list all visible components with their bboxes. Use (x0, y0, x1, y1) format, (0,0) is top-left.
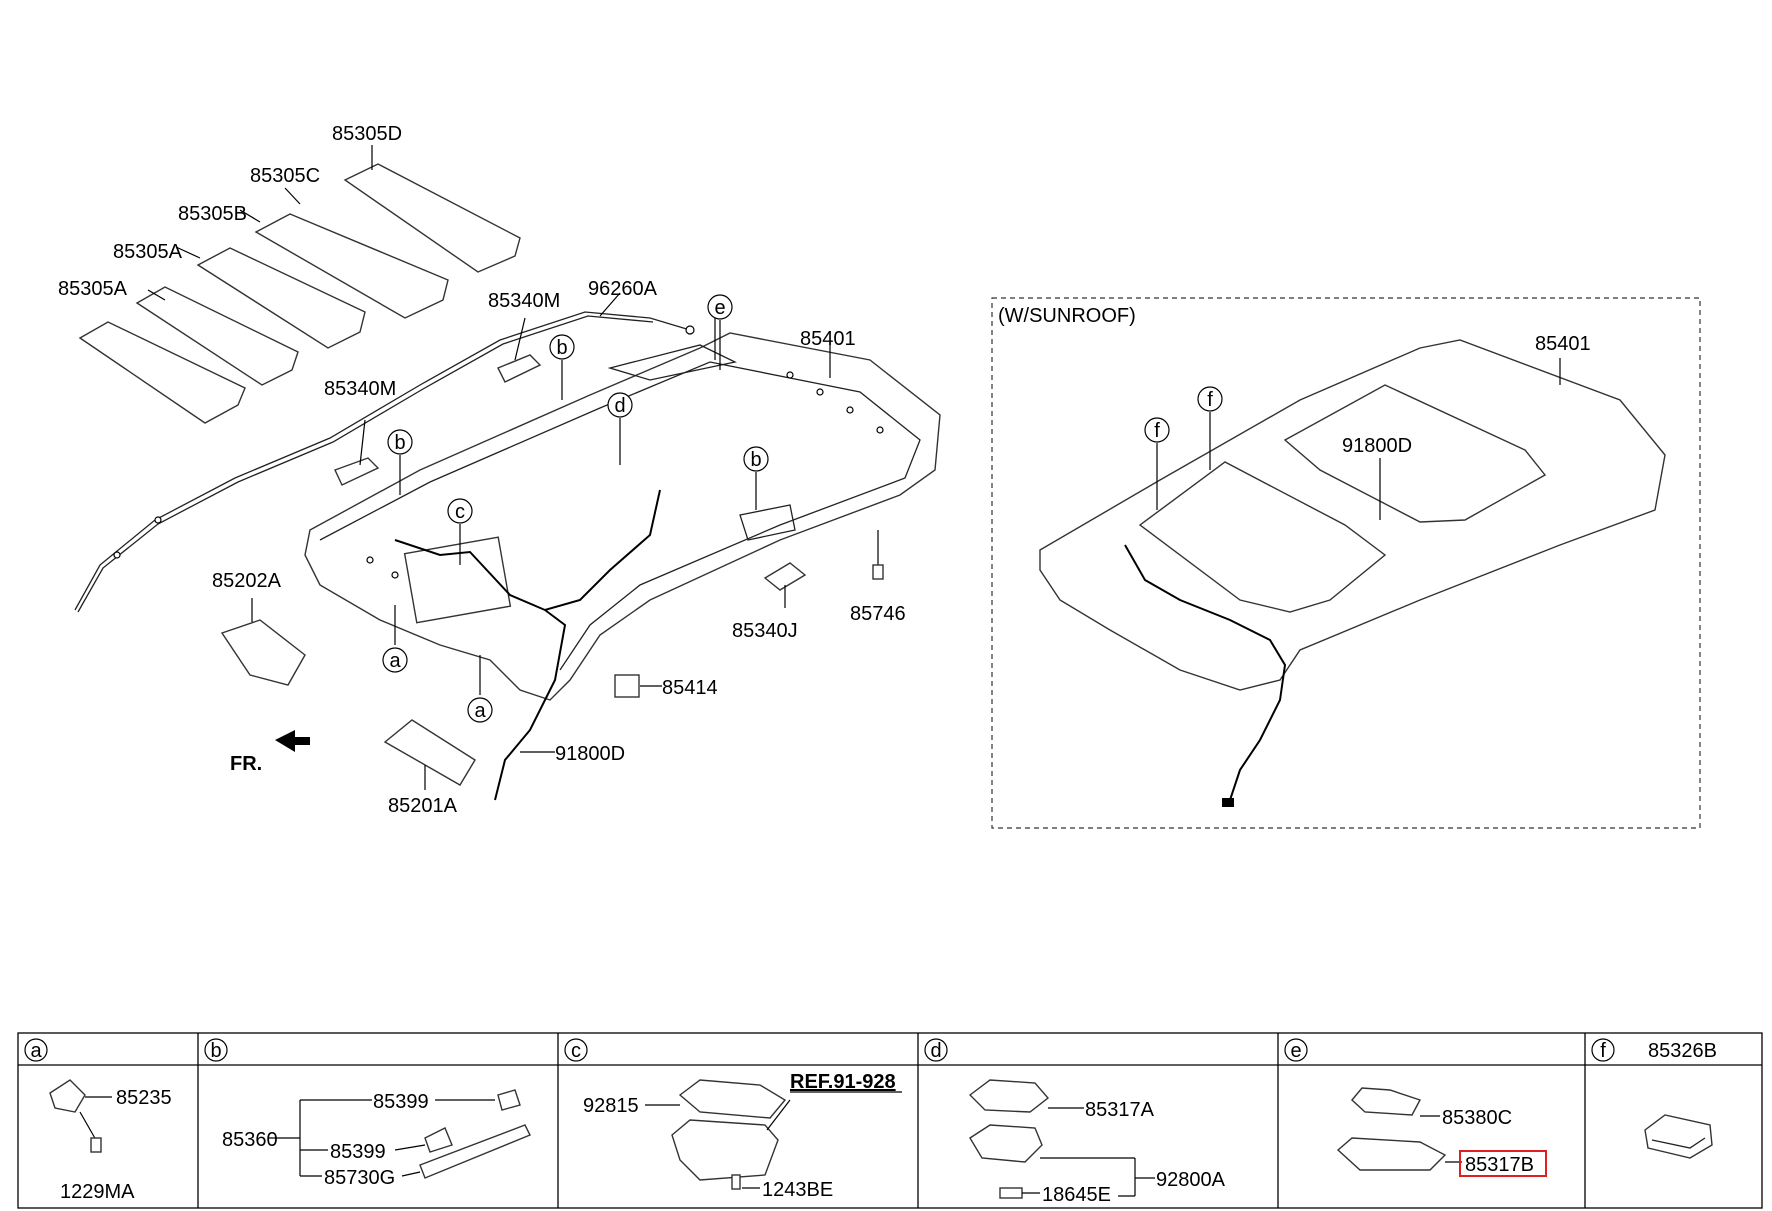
front-indicator: FR. (230, 753, 262, 775)
sunroof-label-91800D: 91800D (1342, 435, 1412, 457)
label-85340J: 85340J (732, 620, 798, 642)
label-85340M-front: 85340M (324, 378, 396, 400)
sunroof-title: (W/SUNROOF) (998, 305, 1136, 327)
svg-text:a: a (474, 700, 486, 722)
table-head-e: e (1290, 1040, 1301, 1062)
svg-text:85399: 85399 (330, 1141, 386, 1163)
label-96260A: 96260A (588, 278, 658, 300)
sunroof-callouts: f f 85401 91800D (1144, 333, 1591, 510)
svg-text:1229MA: 1229MA (60, 1181, 135, 1203)
pad-85305B[interactable] (196, 247, 366, 349)
part-85399-top[interactable] (497, 1089, 521, 1111)
part-85380C[interactable] (1351, 1087, 1422, 1116)
label-85746: 85746 (850, 603, 906, 625)
svg-text:f: f (1154, 420, 1160, 442)
label-85305A-upper: 85305A (113, 241, 183, 263)
part-85326B[interactable] (1644, 1114, 1713, 1159)
svg-text:b: b (750, 449, 761, 471)
sunroof-label-85401: 85401 (1535, 333, 1591, 355)
label-85305B: 85305B (178, 203, 247, 225)
table-head-d: d (930, 1040, 941, 1062)
wiring-harness-91800D[interactable] (394, 489, 661, 801)
block-85414[interactable] (614, 674, 640, 698)
svg-text:b: b (394, 432, 405, 454)
label-85305C: 85305C (250, 165, 320, 187)
part-1229MA[interactable] (90, 1137, 102, 1153)
svg-text:a: a (389, 650, 401, 672)
visor-85201A[interactable] (383, 719, 476, 786)
clip-85746[interactable] (872, 530, 884, 580)
svg-text:e: e (714, 297, 725, 319)
label-85305D: 85305D (332, 123, 402, 145)
svg-text:85399: 85399 (373, 1091, 429, 1113)
part-85399-mid[interactable] (424, 1127, 453, 1153)
svg-text:85360: 85360 (222, 1129, 278, 1151)
table-head-b: b (210, 1040, 221, 1062)
label-85305A-lower: 85305A (58, 278, 128, 300)
parts-table: a b c d e f 85326B 85235 1229MA 85399 85… (17, 1032, 1763, 1209)
table-head-c: c (571, 1040, 581, 1062)
svg-text:18645E: 18645E (1042, 1184, 1111, 1206)
pad-85305C[interactable] (254, 213, 449, 319)
part-18645E[interactable] (999, 1187, 1023, 1199)
antenna-wire-96260A[interactable] (74, 292, 695, 613)
part-92800A-lamp[interactable] (969, 1124, 1043, 1163)
svg-text:85317A: 85317A (1085, 1099, 1155, 1121)
sunroof-variant-panel: (W/SUNROOF) (991, 297, 1701, 829)
svg-text:92800A: 92800A (1156, 1169, 1226, 1191)
main-callouts: e b b b c d a a (382, 294, 769, 723)
sunroof-wiring-91800D[interactable] (1124, 544, 1287, 801)
part-1243BE[interactable] (731, 1174, 741, 1190)
part-85317A[interactable] (968, 1079, 1050, 1113)
part-85326B-label: 85326B (1648, 1040, 1717, 1062)
highlighted-part-label: 85317B (1465, 1154, 1534, 1176)
grip-85340M-front[interactable] (334, 457, 380, 486)
svg-text:92815: 92815 (583, 1095, 639, 1117)
part-85235[interactable] (49, 1079, 86, 1113)
highlight-85317B (1459, 1150, 1547, 1177)
reference-91-928: REF.91-928 (790, 1071, 896, 1093)
main-part-labels: 85305D 85305C 85305B 85305A 85305A 85340… (58, 123, 906, 817)
label-85202A: 85202A (212, 570, 282, 592)
headlining-85401[interactable] (304, 332, 941, 701)
grip-85340J[interactable] (763, 562, 807, 591)
svg-text:85380C: 85380C (1442, 1107, 1512, 1129)
grip-85340M-rear[interactable] (497, 354, 542, 383)
svg-text:b: b (556, 337, 567, 359)
svg-text:c: c (455, 501, 465, 523)
svg-text:d: d (614, 395, 625, 417)
roof-pads (78, 145, 521, 424)
table-head-f: f (1600, 1040, 1606, 1062)
part-overhead-console[interactable] (671, 1119, 779, 1181)
part-92815[interactable] (678, 1079, 787, 1119)
sunroof-headlining[interactable] (1039, 339, 1666, 691)
label-85401: 85401 (800, 328, 856, 350)
part-85317B[interactable] (1336, 1137, 1447, 1171)
sunroof-opening-front[interactable] (1138, 461, 1387, 613)
pad-85305A-upper[interactable] (135, 286, 299, 386)
sunroof-opening-rear[interactable] (1283, 384, 1547, 523)
part-85730G[interactable] (419, 1124, 531, 1179)
svg-text:85730G: 85730G (324, 1167, 395, 1189)
front-arrow-icon (275, 730, 310, 752)
visor-85202A[interactable] (220, 619, 306, 686)
table-head-a: a (30, 1040, 42, 1062)
label-91800D: 91800D (555, 743, 625, 765)
svg-text:85235: 85235 (116, 1087, 172, 1109)
label-85340M-rear: 85340M (488, 290, 560, 312)
pad-85305A-lower[interactable] (78, 321, 246, 424)
label-85201A: 85201A (388, 795, 458, 817)
svg-text:f: f (1207, 389, 1213, 411)
svg-text:1243BE: 1243BE (762, 1179, 833, 1201)
label-85414: 85414 (662, 677, 718, 699)
